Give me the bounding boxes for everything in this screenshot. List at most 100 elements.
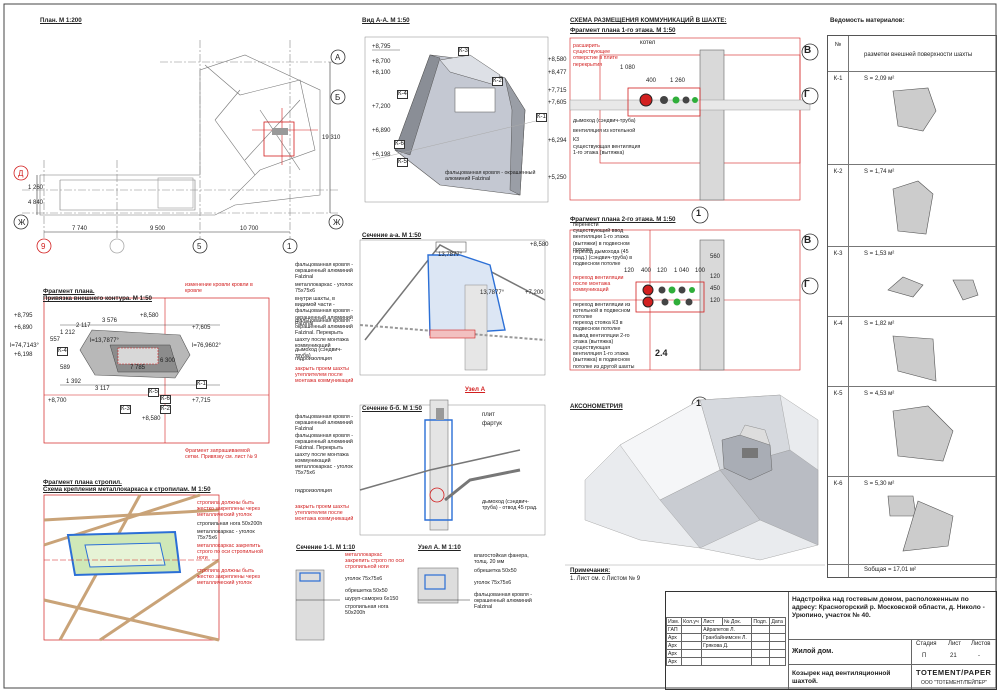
- plan-title: План. М 1:200: [40, 17, 82, 24]
- level-mark: +8,580: [548, 57, 567, 63]
- section-11-note: обрешетка 50х50: [345, 588, 388, 594]
- tag: К-6: [394, 140, 405, 149]
- floor2-note: переход дымохода (45 град.) (сэндвич-тру…: [573, 249, 633, 268]
- level-mark: +6,890: [372, 128, 391, 134]
- level-mark: +7,605: [548, 100, 567, 106]
- dim: 1 212: [60, 330, 76, 336]
- note-1: 1. Лист см. с Листом № 9: [570, 576, 641, 582]
- level-mark: +6,294: [548, 138, 567, 144]
- axis-label: Д: [18, 169, 24, 178]
- floor1-title: Фрагмент плана 1-го этажа. М 1:50: [570, 27, 676, 34]
- section-11-note: металлокаркас закрепить строго по оси ст…: [345, 552, 405, 571]
- tag: К-4: [57, 347, 68, 356]
- axis-label: 1: [696, 208, 702, 218]
- floor2-note: переход вентиляции после монтажа коммуни…: [573, 275, 624, 294]
- dim: 589: [60, 365, 71, 371]
- axis-label: 1: [287, 242, 292, 251]
- axonometry-title: АКСОНОМЕТРИЯ: [570, 403, 623, 410]
- notes-title: Примечания:: [570, 567, 611, 574]
- dim: 1 260: [670, 78, 686, 84]
- dim: 560: [710, 254, 721, 260]
- level-mark: +8,795: [372, 44, 391, 50]
- section-bb-drawing: [359, 399, 546, 536]
- dim: 120: [624, 268, 635, 274]
- floor2-drawing: [569, 229, 801, 371]
- materials-row: К-5 S = 4,53 м²: [828, 386, 996, 467]
- tag: К-6: [160, 395, 171, 404]
- section-aa-note: дымоход (сэндвич-труба): [295, 347, 342, 360]
- materials-row: К-2 S = 1,74 м²: [828, 164, 996, 250]
- section-bb-note: закрыть проем шахты утеплителем после мо…: [295, 504, 354, 523]
- company-name: ООО "ТОТЕМЕНТ/ПЕЙПЕР": [921, 680, 988, 686]
- dim: 1 080: [620, 65, 636, 71]
- section-aa-title: Сечение а-а. М 1:50: [362, 232, 422, 239]
- dim: 3 576: [102, 318, 118, 324]
- floor1-note: вентиляция из котельной: [573, 128, 636, 134]
- floor2-note: переход стояка К3 в подвесном потолке: [573, 320, 623, 333]
- tag: К-1: [536, 113, 547, 122]
- floor2-title: Фрагмент плана 2-го этажа. М 1:50: [570, 216, 676, 223]
- stage-header: Стадия: [916, 641, 937, 647]
- axis-label: Ж: [333, 218, 341, 227]
- tag: К-1: [196, 380, 207, 389]
- dim: 400: [646, 78, 657, 84]
- section-aa-note: внутри шахты, в видимой части - фальцова…: [295, 296, 354, 327]
- section-aa-note: фальцованная кровля - окрашенный алюмини…: [295, 262, 354, 281]
- project-name: Надстройка над гостевым домом, расположе…: [792, 596, 985, 619]
- section-aa-note: гидроизоляция: [295, 356, 332, 362]
- sheet-header: Лист: [948, 641, 962, 647]
- uzel-a-drawing: [417, 567, 470, 604]
- floor1-note: расширить существующее отверстие в плите…: [573, 43, 618, 68]
- rafters-note: металлокаркас - уголок 75х75х6: [197, 529, 255, 542]
- building-name: Жилой дом.: [792, 648, 834, 655]
- dim: 2 117: [76, 323, 91, 329]
- rafters-title: Фрагмент плана стропил.: [43, 479, 122, 486]
- section-bb-note: фальцованная кровля - окрашенный алюмини…: [295, 414, 354, 433]
- plan-dim: 7 740: [72, 226, 88, 232]
- dim: 450: [710, 286, 721, 292]
- frag-plan-subtitle: Привязка внешнего контура. М 1:50: [43, 295, 152, 302]
- level-mark: +8,700: [372, 59, 391, 65]
- section-bb-note: металлокаркас - уголок 75х75х6: [295, 464, 353, 477]
- axis-label: В: [804, 235, 812, 246]
- company-logo: TOTEMENT/PAPER: [916, 668, 992, 677]
- level-mark: +8,477: [548, 70, 567, 76]
- plan-dim: 9 500: [150, 226, 166, 232]
- axis-label: А: [335, 53, 341, 62]
- axis-label: 9: [41, 242, 46, 251]
- sheets-header: Листов: [971, 641, 991, 647]
- level-mark: +8,580: [140, 313, 159, 319]
- rafters-note: стропила должны быть жестко закреплены ч…: [197, 568, 260, 587]
- tag: К-4: [397, 90, 408, 99]
- level-label: 2.4: [655, 348, 668, 358]
- axis-label: Б: [335, 93, 341, 102]
- axis-label: 1: [696, 398, 702, 408]
- view-a-drawing: [364, 36, 549, 203]
- plan-dim: 1 260: [28, 185, 44, 191]
- section-bb-right: дымоход (сэндвич-труба) - отвод 45 град.: [482, 499, 538, 512]
- section-11-drawing: [295, 569, 340, 641]
- plan-dim: 10 700: [240, 226, 259, 232]
- section-bb-note: гидроизоляция: [295, 488, 332, 494]
- tag: К-5: [148, 388, 159, 397]
- section-11-note: уголок 75х75х6: [345, 576, 383, 582]
- section-11-note: стропильная нога 50х200h: [345, 604, 389, 617]
- axis-label: В: [804, 45, 812, 56]
- level-mark: +7,200: [525, 290, 544, 296]
- frag-plan-title: Фрагмент плана.: [43, 288, 95, 295]
- angle-mark: l=13,7877°: [90, 338, 119, 344]
- rafters-note: стропила должны быть жестко закреплены ч…: [197, 500, 260, 519]
- level-mark: +8,100: [372, 70, 391, 76]
- materials-header-no: №: [834, 42, 842, 48]
- level-mark: +7,715: [192, 398, 211, 404]
- floor2-note: переход вентиляции из котельной в подвес…: [573, 302, 631, 321]
- rafters-subtitle: Схема крепления металлокаркаса к стропил…: [43, 486, 211, 493]
- level-mark: +7,200: [372, 104, 391, 110]
- level-mark: +6,198: [14, 352, 33, 358]
- dim: 6 300: [160, 358, 176, 364]
- tag: К-5: [397, 158, 408, 167]
- floor2-note: существующая вентиляция 1-го этажа (вытя…: [573, 345, 635, 370]
- section-bb-note: фальцованная кровля - окрашенный алюмини…: [295, 433, 354, 464]
